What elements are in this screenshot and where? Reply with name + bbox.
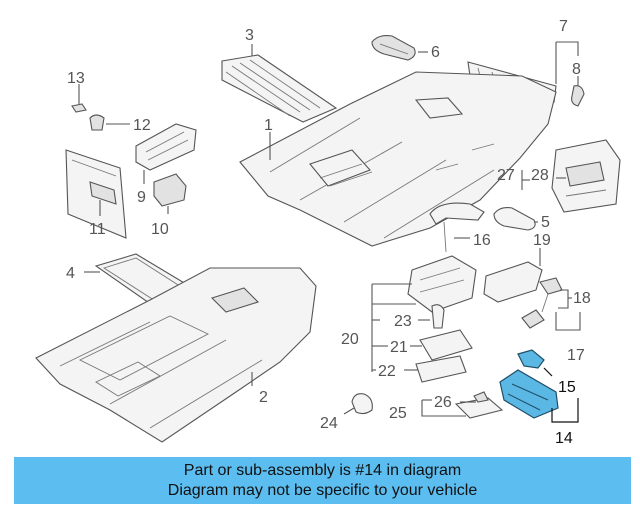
callout-2: 2 [259, 389, 268, 406]
part-5-lamp-lens[interactable] [493, 207, 536, 231]
callout-28: 28 [531, 167, 549, 184]
callout-23: 23 [394, 313, 412, 330]
callout-25: 25 [389, 405, 407, 422]
callout-9: 9 [137, 189, 146, 206]
callout-13: 13 [67, 70, 85, 87]
callout-20: 20 [341, 331, 359, 348]
callout-6: 6 [431, 44, 440, 61]
callout-24: 24 [320, 415, 338, 432]
part-16-grab-handle[interactable] [429, 202, 485, 253]
callout-15: 15 [558, 379, 576, 396]
info-banner: Part or sub-assembly is #14 in diagram D… [14, 457, 631, 504]
part-2-headliner-lower[interactable] [35, 267, 317, 443]
callout-22: 22 [378, 363, 396, 380]
part-10-switch[interactable] [153, 173, 187, 207]
part-1-headliner-upper[interactable] [239, 71, 557, 247]
callout-1: 1 [264, 117, 273, 134]
callout-19: 19 [533, 232, 551, 249]
part-14-highlighted-lamp-assembly[interactable] [499, 369, 559, 419]
callout-16: 16 [473, 232, 491, 249]
part-11-sun-visor[interactable] [65, 149, 127, 239]
part-6-lamp-lens[interactable] [371, 35, 416, 61]
callout-17: 17 [567, 347, 585, 364]
banner-line-part-note: Part or sub-assembly is #14 in diagram [183, 461, 462, 479]
part-13-screw[interactable] [71, 103, 87, 113]
part-3-insulation-pad[interactable] [221, 54, 338, 123]
callout-3: 3 [245, 27, 254, 44]
callout-18: 18 [573, 290, 591, 307]
part-21-lamp-unit[interactable] [419, 329, 473, 361]
callout-5: 5 [541, 214, 550, 231]
exploded-parts-diagram: 3 6 7 8 1 [35, 18, 621, 447]
callout-8: 8 [572, 61, 581, 78]
part-25-bulb-socket[interactable] [473, 391, 489, 403]
part-12-visor-clip[interactable] [89, 114, 105, 131]
part-9-map-lamp[interactable] [135, 123, 197, 171]
banner-line-disclaimer: Diagram may not be specific to your vehi… [167, 481, 478, 499]
callout-12: 12 [133, 117, 151, 134]
part-24-grommet[interactable] [351, 393, 373, 415]
callout-26: 26 [434, 394, 452, 411]
callout-4: 4 [66, 265, 75, 282]
callout-7: 7 [559, 18, 568, 35]
part-22-lens-cover[interactable] [415, 355, 467, 383]
callout-11: 11 [89, 221, 106, 238]
part-8-retaining-clip[interactable] [571, 85, 585, 107]
part-23-bulb[interactable] [431, 304, 445, 329]
callout-27: 27 [497, 167, 515, 184]
part-15-bulb[interactable] [517, 349, 545, 369]
callout-14: 14 [555, 430, 573, 447]
callout-21: 21 [390, 339, 408, 356]
part-20-overhead-frame[interactable] [407, 255, 477, 313]
part-19-console-bracket[interactable] [483, 261, 543, 303]
part-27-overhead-console[interactable] [551, 139, 621, 213]
callout-10: 10 [151, 221, 169, 238]
